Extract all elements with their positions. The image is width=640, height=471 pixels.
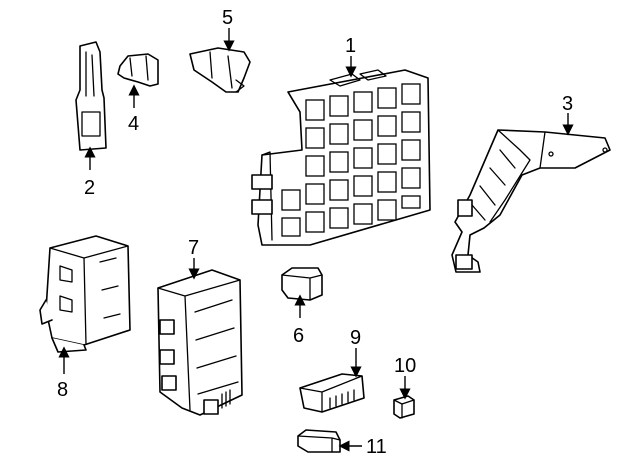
callout-9: 9 — [350, 327, 361, 349]
callout-3: 3 — [562, 93, 573, 115]
callout-labels: 1 2 3 4 5 6 7 8 9 10 11 — [57, 7, 573, 458]
part-6-relay — [281, 267, 323, 301]
callout-2: 2 — [84, 177, 95, 199]
part-10-small-relay — [393, 395, 415, 419]
part-3-bracket — [451, 129, 611, 273]
callout-1: 1 — [345, 35, 356, 57]
part-4-small-bracket — [117, 53, 159, 87]
part-1-fuse-panel — [251, 69, 431, 246]
callout-6: 6 — [293, 325, 304, 347]
callout-10: 10 — [394, 355, 416, 377]
part-8-connector-housing — [39, 235, 131, 353]
part-7-relay-block — [157, 269, 243, 416]
callout-8: 8 — [57, 379, 68, 401]
callout-5: 5 — [222, 7, 233, 29]
callout-7: 7 — [188, 237, 199, 259]
part-11-flat-connector — [297, 429, 341, 453]
callout-11: 11 — [366, 436, 387, 458]
part-5-harness-clip — [189, 47, 251, 93]
part-9-connector — [299, 373, 365, 413]
fuse-cell-grid — [281, 83, 421, 237]
part-2-clip — [75, 41, 107, 151]
callout-4: 4 — [128, 113, 139, 135]
leader-lines — [58, 28, 574, 452]
